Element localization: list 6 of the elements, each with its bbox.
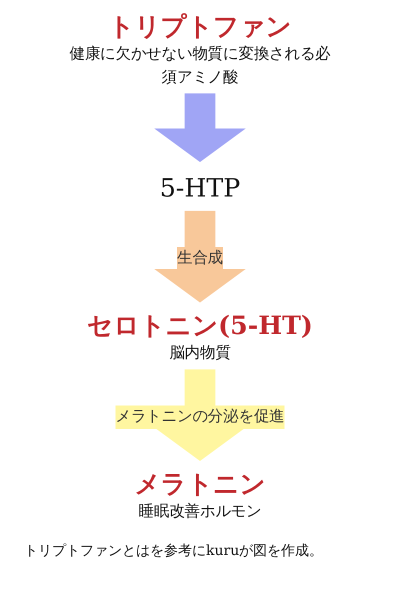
caption: トリプトファンとはを参考にkuruが図を作成。 [24,543,324,560]
edge-label: メラトニンの分泌を促進 [116,407,284,426]
node-text: セロトニン(5-HT) 脳内物質 [87,310,313,363]
node-text: 5-HTP [160,172,240,203]
node-text: トリプトファン 健康に欠かせない物質に変換される必須アミノ酸 [69,12,331,87]
node-text: メラトニン 睡眠改善ホルモン [134,469,266,521]
